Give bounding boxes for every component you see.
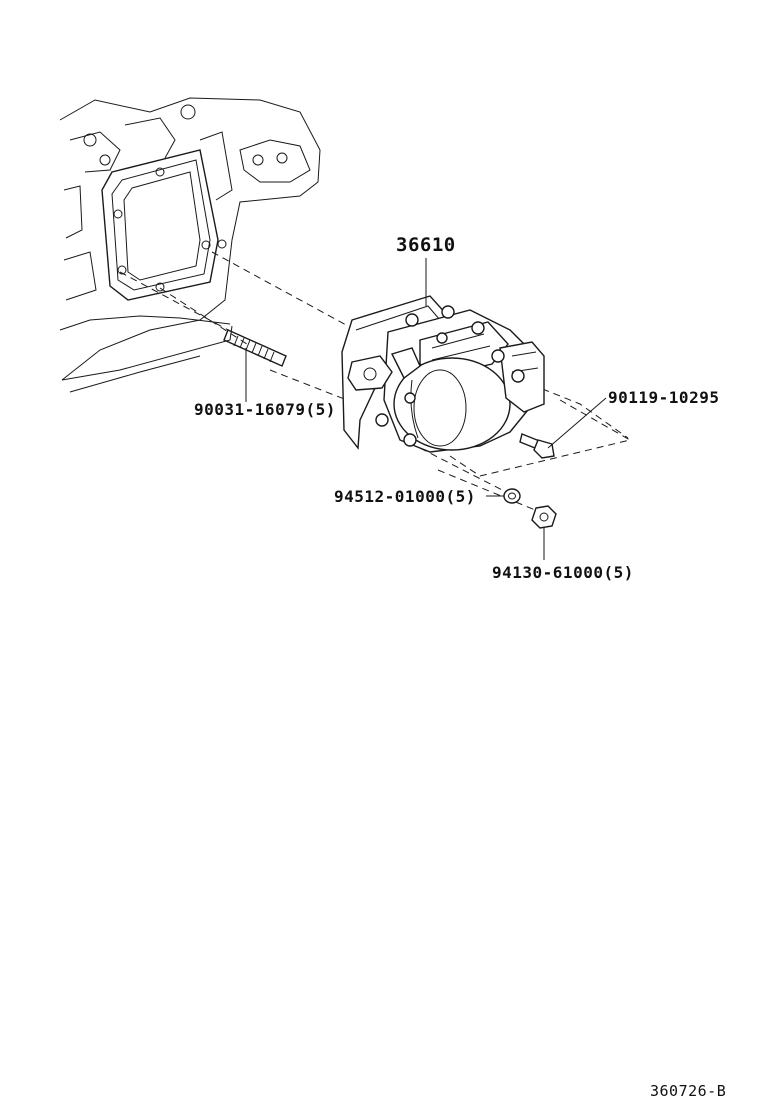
part-label-main-assembly: 36610 [396,234,456,256]
hex-nut-illustration [531,505,557,560]
diagram-reference-code: 360726-B [650,1082,727,1100]
part-label-stud: 90031-16079(5) [194,400,336,419]
flange-bolt-illustration [519,397,607,459]
transmission-case-illustration [59,97,321,393]
stud-bolt-illustration [223,329,287,402]
part-label-bolt: 90119-10295 [608,388,720,407]
power-take-off-assembly-illustration [341,258,545,453]
part-label-washer: 94512-01000(5) [334,487,476,506]
lock-washer-illustration [486,488,521,504]
part-label-nut: 94130-61000(5) [492,563,634,582]
assembly-guide-lines [119,251,632,513]
